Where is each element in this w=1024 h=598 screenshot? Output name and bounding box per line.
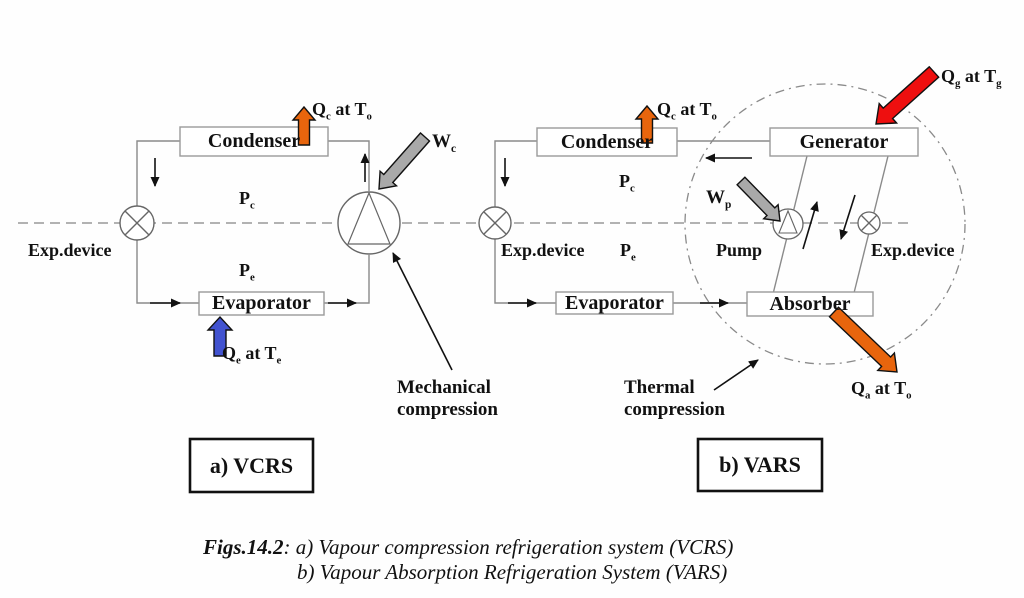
figure-caption-line2: b) Vapour Absorption Refrigeration Syste… xyxy=(297,560,728,584)
vcrs-title: a) VCRS xyxy=(209,452,294,478)
vars-wp-label: Wp xyxy=(706,187,732,211)
vars-condenser-label: Condenser xyxy=(560,130,654,153)
vcrs-qc-heat-arrow xyxy=(291,105,317,146)
thermal-compression-pointer xyxy=(713,359,759,391)
vcrs-wc-work-arrow xyxy=(378,132,431,190)
vcrs-pe-label: Pe xyxy=(239,260,255,284)
vars-pump-symbol xyxy=(772,208,804,240)
vars-exp-device-left-symbol xyxy=(478,206,512,240)
vars-condenser-box xyxy=(536,127,678,157)
vcrs-qe-heat-arrow xyxy=(206,315,234,357)
vcrs-wc-label: Wc xyxy=(432,131,457,155)
figure-caption-line1: Figs.14.2: a) Vapour compression refrige… xyxy=(203,535,734,559)
vars-pipes xyxy=(494,140,889,304)
vars-absorber-label: Absorber xyxy=(769,292,851,315)
vars-qc-label: Qc at To xyxy=(657,99,717,123)
title-boxes xyxy=(188,437,824,494)
vars-evaporator-label: Evaporator xyxy=(565,291,664,314)
vcrs-mechanical-compression-label: Mechanical compression xyxy=(397,377,498,420)
vcrs-qc-label: Qc at To xyxy=(312,99,372,123)
vars-evaporator-box xyxy=(555,291,674,315)
vcrs-pc-label: Pc xyxy=(239,188,255,212)
vcrs-condenser-label: Condenser xyxy=(207,130,301,152)
vcrs-exp-device-label: Exp.device xyxy=(28,240,112,260)
vars-qg-label: Qg at Tg xyxy=(941,66,1002,90)
vars-wp-work-arrow xyxy=(736,176,781,222)
flow-arrows xyxy=(150,153,856,308)
vars-title-box xyxy=(696,437,824,493)
vcrs-exp-device-symbol xyxy=(119,205,155,241)
vcrs-title-box xyxy=(188,437,315,494)
vcrs-qe-label: Qe at Te xyxy=(222,343,282,367)
vars-exp-device-right-label: Exp.device xyxy=(871,240,955,260)
vars-generator-box xyxy=(769,127,919,157)
vars-exp-device-right-symbol xyxy=(857,211,881,235)
vars-title: b) VARS xyxy=(719,452,801,477)
vcrs-compressor-symbol xyxy=(337,191,401,255)
vars-pump-label: Pump xyxy=(716,240,763,260)
mechanical-compression-pointer xyxy=(392,252,453,371)
vcrs-evaporator-label: Evaporator xyxy=(212,292,311,314)
vars-absorber-box xyxy=(746,291,874,317)
vars-qa-heat-arrow xyxy=(828,306,898,373)
vars-pe-label: Pe xyxy=(620,240,636,264)
vars-exp-device-left-label: Exp.device xyxy=(501,240,585,260)
vars-qc-heat-arrow xyxy=(634,104,660,144)
vcrs-evaporator-box xyxy=(198,291,325,316)
vars-qg-heat-arrow xyxy=(875,65,940,125)
thermal-compression-boundary-circle xyxy=(684,83,966,365)
vars-qa-label: Qa at To xyxy=(851,378,912,402)
vars-generator-label: Generator xyxy=(799,130,889,153)
vars-thermal-compression-label: Thermal compression xyxy=(624,377,725,420)
vars-pc-label: Pc xyxy=(619,171,635,195)
